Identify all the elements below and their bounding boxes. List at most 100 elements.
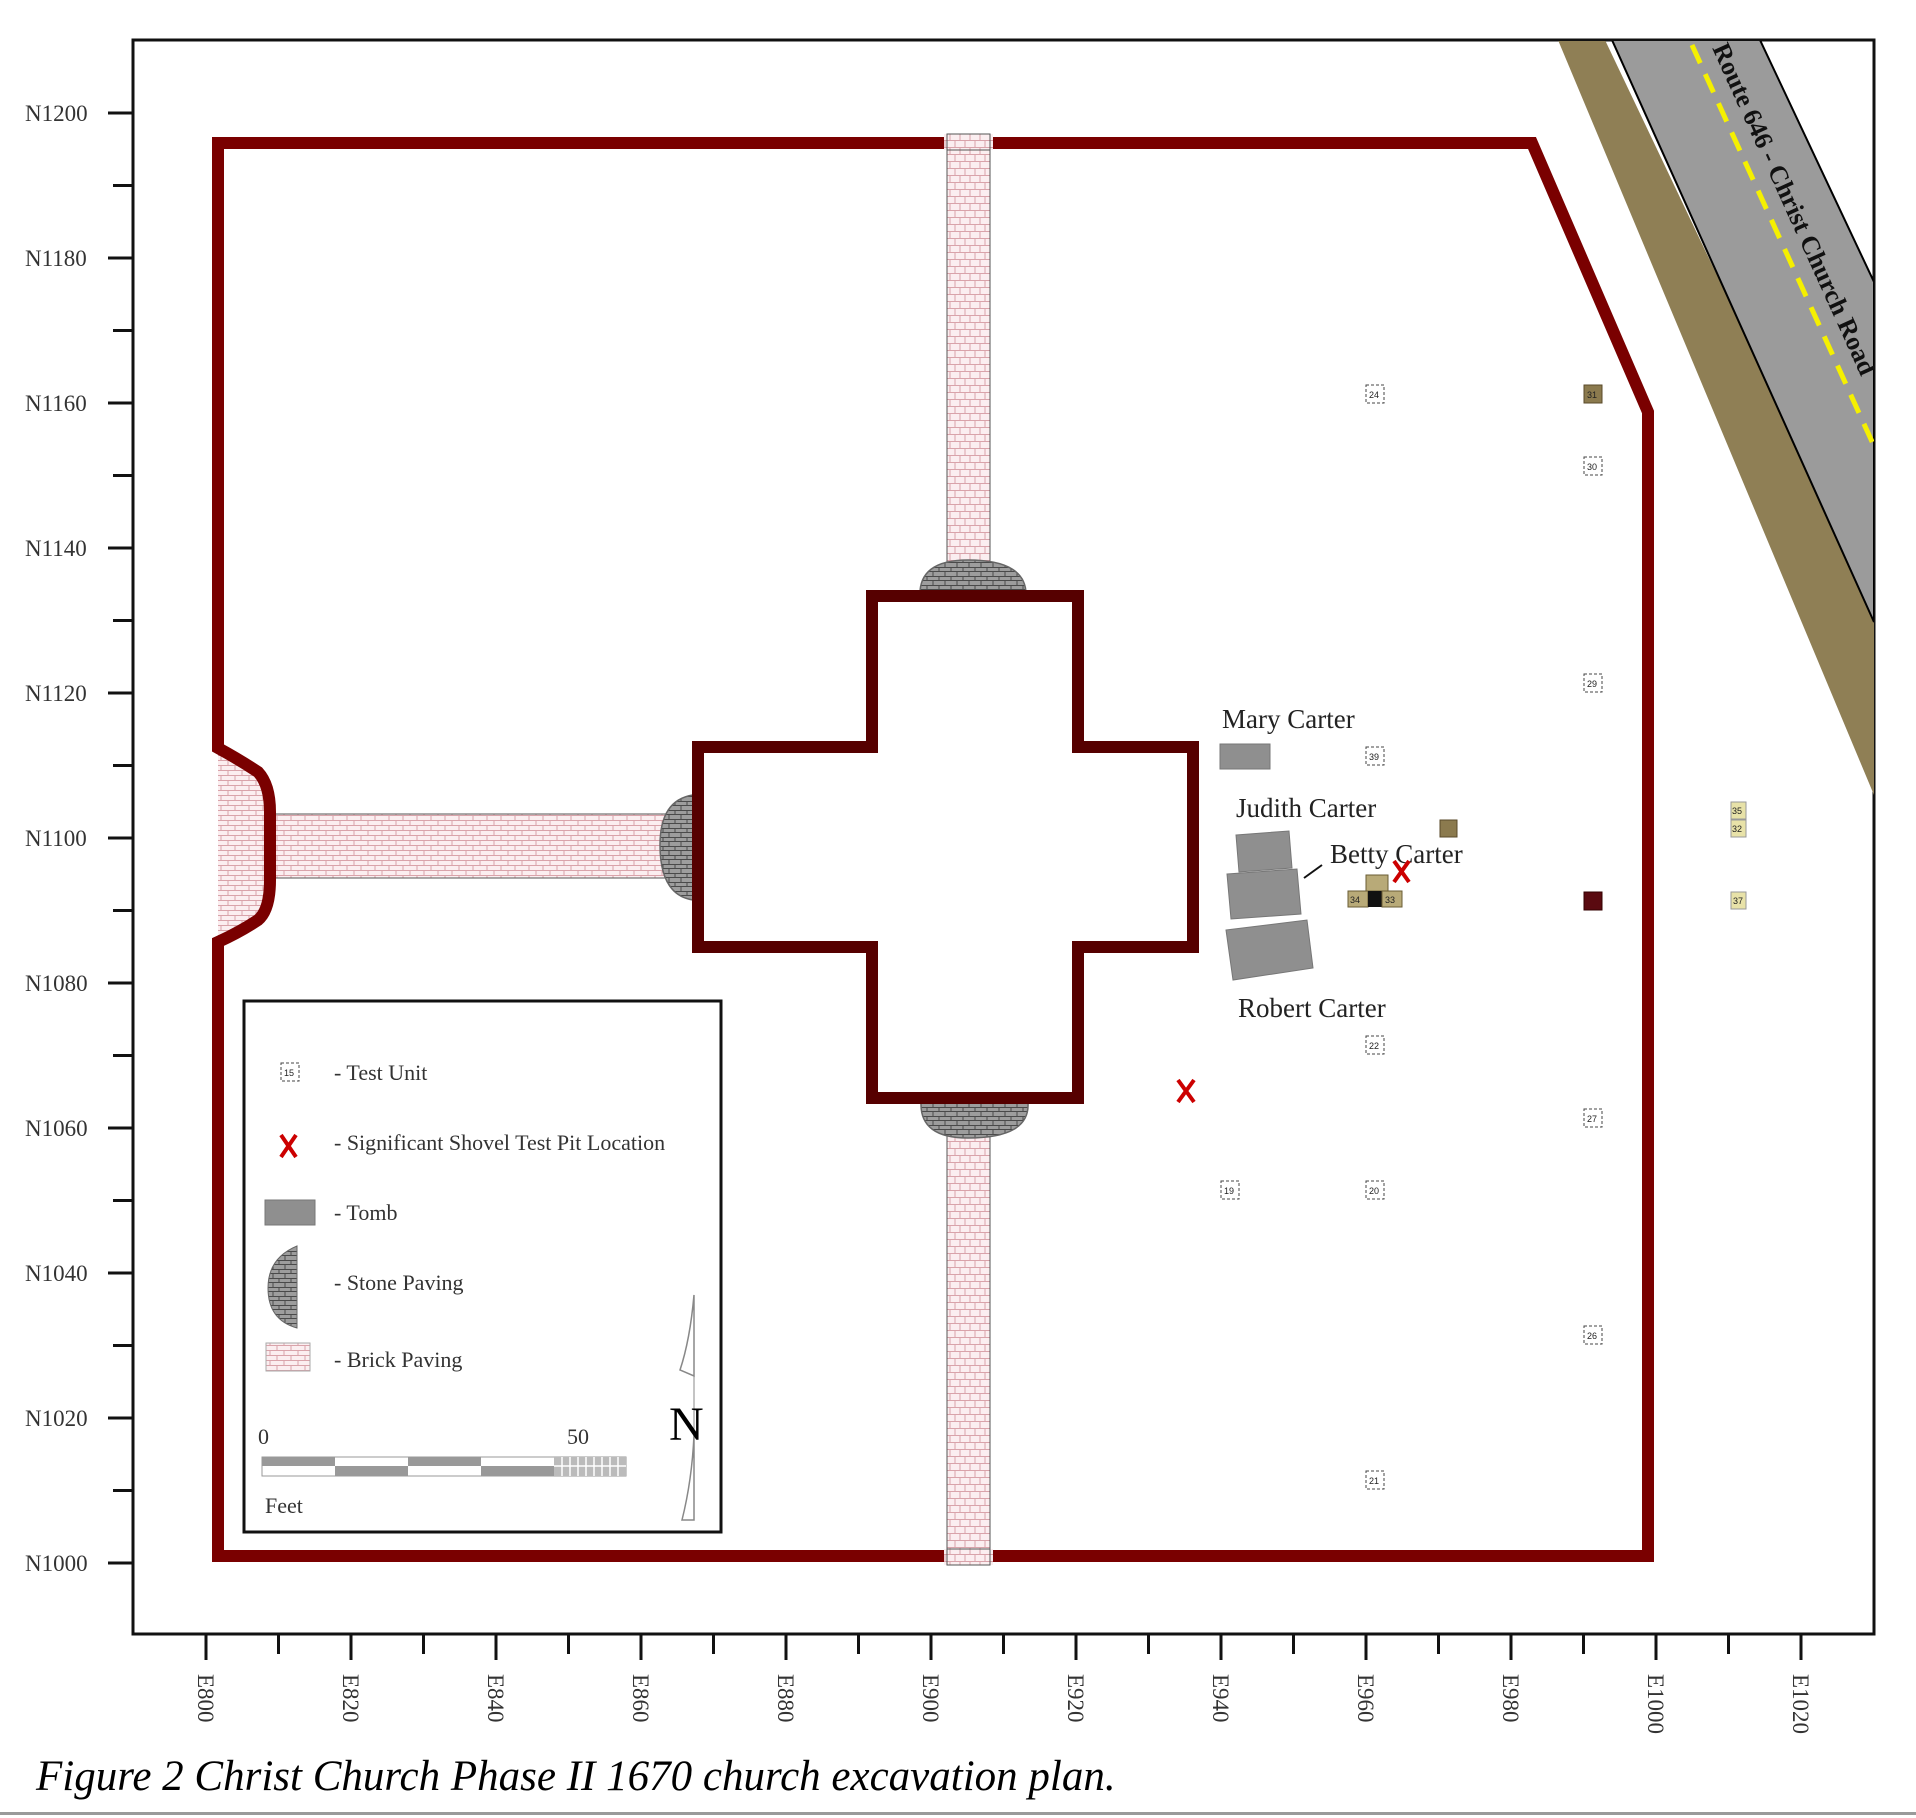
test-unit-21[interactable]: 21 xyxy=(1365,1470,1385,1490)
x-tick-label: E960 xyxy=(1353,1674,1378,1723)
y-tick-label: N1140 xyxy=(25,536,87,561)
svg-text:Feet: Feet xyxy=(265,1493,303,1518)
test-units: 24 31 30 29 39 22 27 19 20 26 21 34 33 3… xyxy=(1220,384,1747,1490)
x-mark-icon xyxy=(1392,859,1411,884)
svg-text:- Test Unit: - Test Unit xyxy=(334,1060,427,1085)
test-unit-icon xyxy=(280,1062,300,1082)
svg-text:19: 19 xyxy=(1224,1186,1234,1196)
svg-text:34: 34 xyxy=(1350,895,1360,905)
legend-item-tomb: - Tomb xyxy=(264,1199,397,1226)
tomb-leader-line xyxy=(1303,864,1323,879)
test-unit-cluster[interactable]: 34 33 xyxy=(1347,874,1403,908)
svg-text:15: 15 xyxy=(284,1068,294,1078)
svg-text:30: 30 xyxy=(1587,462,1597,472)
svg-text:- Significant Shovel Test Pit: - Significant Shovel Test Pit Location xyxy=(334,1130,665,1155)
svg-text:- Tomb: - Tomb xyxy=(334,1200,397,1225)
tomb-mary-carter xyxy=(1219,743,1271,770)
x-mark-icon xyxy=(1176,1078,1196,1104)
svg-text:50: 50 xyxy=(567,1424,589,1449)
svg-text:0: 0 xyxy=(258,1424,269,1449)
x-tick-label: E860 xyxy=(628,1674,653,1723)
test-unit-29[interactable]: 29 xyxy=(1583,673,1603,693)
stone-paving-west xyxy=(659,794,694,901)
test-unit-31[interactable]: 31 xyxy=(1583,384,1603,404)
svg-text:29: 29 xyxy=(1587,679,1597,689)
brick-paving-north xyxy=(946,133,991,151)
test-unit-26[interactable]: 26 xyxy=(1583,1325,1603,1345)
test-unit-20[interactable]: 20 xyxy=(1365,1180,1385,1200)
x-tick-label: E840 xyxy=(483,1674,508,1723)
brick-paving-south xyxy=(946,1102,991,1559)
brick-paving-icon xyxy=(265,1342,311,1372)
y-axis: N1200N1180N1160N1140N1120N1100N1080N1060… xyxy=(25,101,133,1576)
y-tick-label: N1160 xyxy=(25,391,87,416)
svg-text:26: 26 xyxy=(1587,1331,1597,1341)
tomb-judith-carter xyxy=(1235,830,1293,873)
y-tick-label: N1020 xyxy=(25,1406,88,1431)
scale-bar: 0 50 Feet xyxy=(258,1424,627,1518)
svg-text:35: 35 xyxy=(1732,806,1742,816)
brick-paving-north xyxy=(946,137,991,599)
test-unit-24[interactable]: 24 xyxy=(1365,384,1385,404)
svg-text:22: 22 xyxy=(1369,1041,1379,1051)
svg-text:31: 31 xyxy=(1587,390,1597,400)
x-tick-label: E980 xyxy=(1498,1674,1523,1723)
brick-paving-west xyxy=(265,813,677,879)
church-footprint xyxy=(692,590,1199,1104)
brick-paving-west-gate xyxy=(218,748,270,942)
x-tick-label: E820 xyxy=(338,1674,363,1723)
test-unit-27[interactable]: 27 xyxy=(1583,1108,1603,1128)
test-unit-39[interactable]: 39 xyxy=(1365,746,1385,766)
x-tick-label: E920 xyxy=(1063,1674,1088,1723)
bottom-rule xyxy=(0,1812,1916,1815)
tomb-label-judith-carter: Judith Carter xyxy=(1236,793,1376,823)
y-tick-label: N1200 xyxy=(25,101,88,126)
x-tick-label: E1000 xyxy=(1643,1674,1668,1734)
svg-text:21: 21 xyxy=(1369,1476,1379,1486)
test-unit-37[interactable]: 37 xyxy=(1730,891,1747,910)
y-tick-label: N1080 xyxy=(25,971,88,996)
svg-text:- Stone Paving: - Stone Paving xyxy=(334,1270,464,1295)
y-tick-label: N1180 xyxy=(25,246,87,271)
road: Route 646 - Christ Church Road xyxy=(1558,41,1874,795)
test-unit-22[interactable]: 22 xyxy=(1365,1035,1385,1055)
x-tick-label: E880 xyxy=(773,1674,798,1723)
svg-text:37: 37 xyxy=(1733,896,1743,906)
churchyard-wall xyxy=(212,137,1654,1562)
x-tick-label: E940 xyxy=(1208,1674,1233,1723)
test-unit-19[interactable]: 19 xyxy=(1220,1180,1240,1200)
test-unit-35-32[interactable]: 35 32 xyxy=(1730,801,1747,838)
tomb-betty-carter xyxy=(1226,868,1302,920)
svg-text:39: 39 xyxy=(1369,752,1379,762)
tomb-label-mary-carter: Mary Carter xyxy=(1222,704,1355,734)
road-surface xyxy=(1611,41,1874,623)
legend: 15 - Test Unit - Significant Shovel Test… xyxy=(242,999,723,1534)
y-tick-label: N1060 xyxy=(25,1116,88,1141)
svg-text:32: 32 xyxy=(1732,824,1742,834)
y-tick-label: N1120 xyxy=(25,681,87,706)
test-unit-25[interactable] xyxy=(1583,891,1603,911)
tombs xyxy=(1219,743,1323,981)
figure-caption: Figure 2 Christ Church Phase II 1670 chu… xyxy=(36,1753,1116,1800)
tomb-icon xyxy=(264,1199,316,1226)
legend-item-brick-paving: - Brick Paving xyxy=(265,1342,462,1372)
svg-text:27: 27 xyxy=(1587,1114,1597,1124)
test-unit-30[interactable]: 30 xyxy=(1583,456,1603,476)
legend-item-test-unit: 15 - Test Unit xyxy=(280,1060,427,1085)
north-arrow-icon xyxy=(679,1294,695,1521)
legend-item-shovel-test-pit: - Significant Shovel Test Pit Location xyxy=(279,1130,665,1159)
y-tick-label: N1000 xyxy=(25,1551,88,1576)
shovel-test-pit-1[interactable] xyxy=(1176,1078,1196,1104)
x-tick-label: E1020 xyxy=(1788,1674,1813,1734)
svg-text:33: 33 xyxy=(1385,895,1395,905)
shovel-test-pit-2[interactable] xyxy=(1392,859,1411,884)
north-arrow: N xyxy=(669,1294,704,1521)
north-label: N xyxy=(669,1398,704,1451)
tomb-label-robert-carter: Robert Carter xyxy=(1238,993,1386,1023)
stone-paving-icon xyxy=(267,1245,298,1329)
test-unit-28[interactable] xyxy=(1439,819,1458,838)
road-shoulder xyxy=(1558,41,1874,795)
y-tick-label: N1040 xyxy=(25,1261,88,1286)
